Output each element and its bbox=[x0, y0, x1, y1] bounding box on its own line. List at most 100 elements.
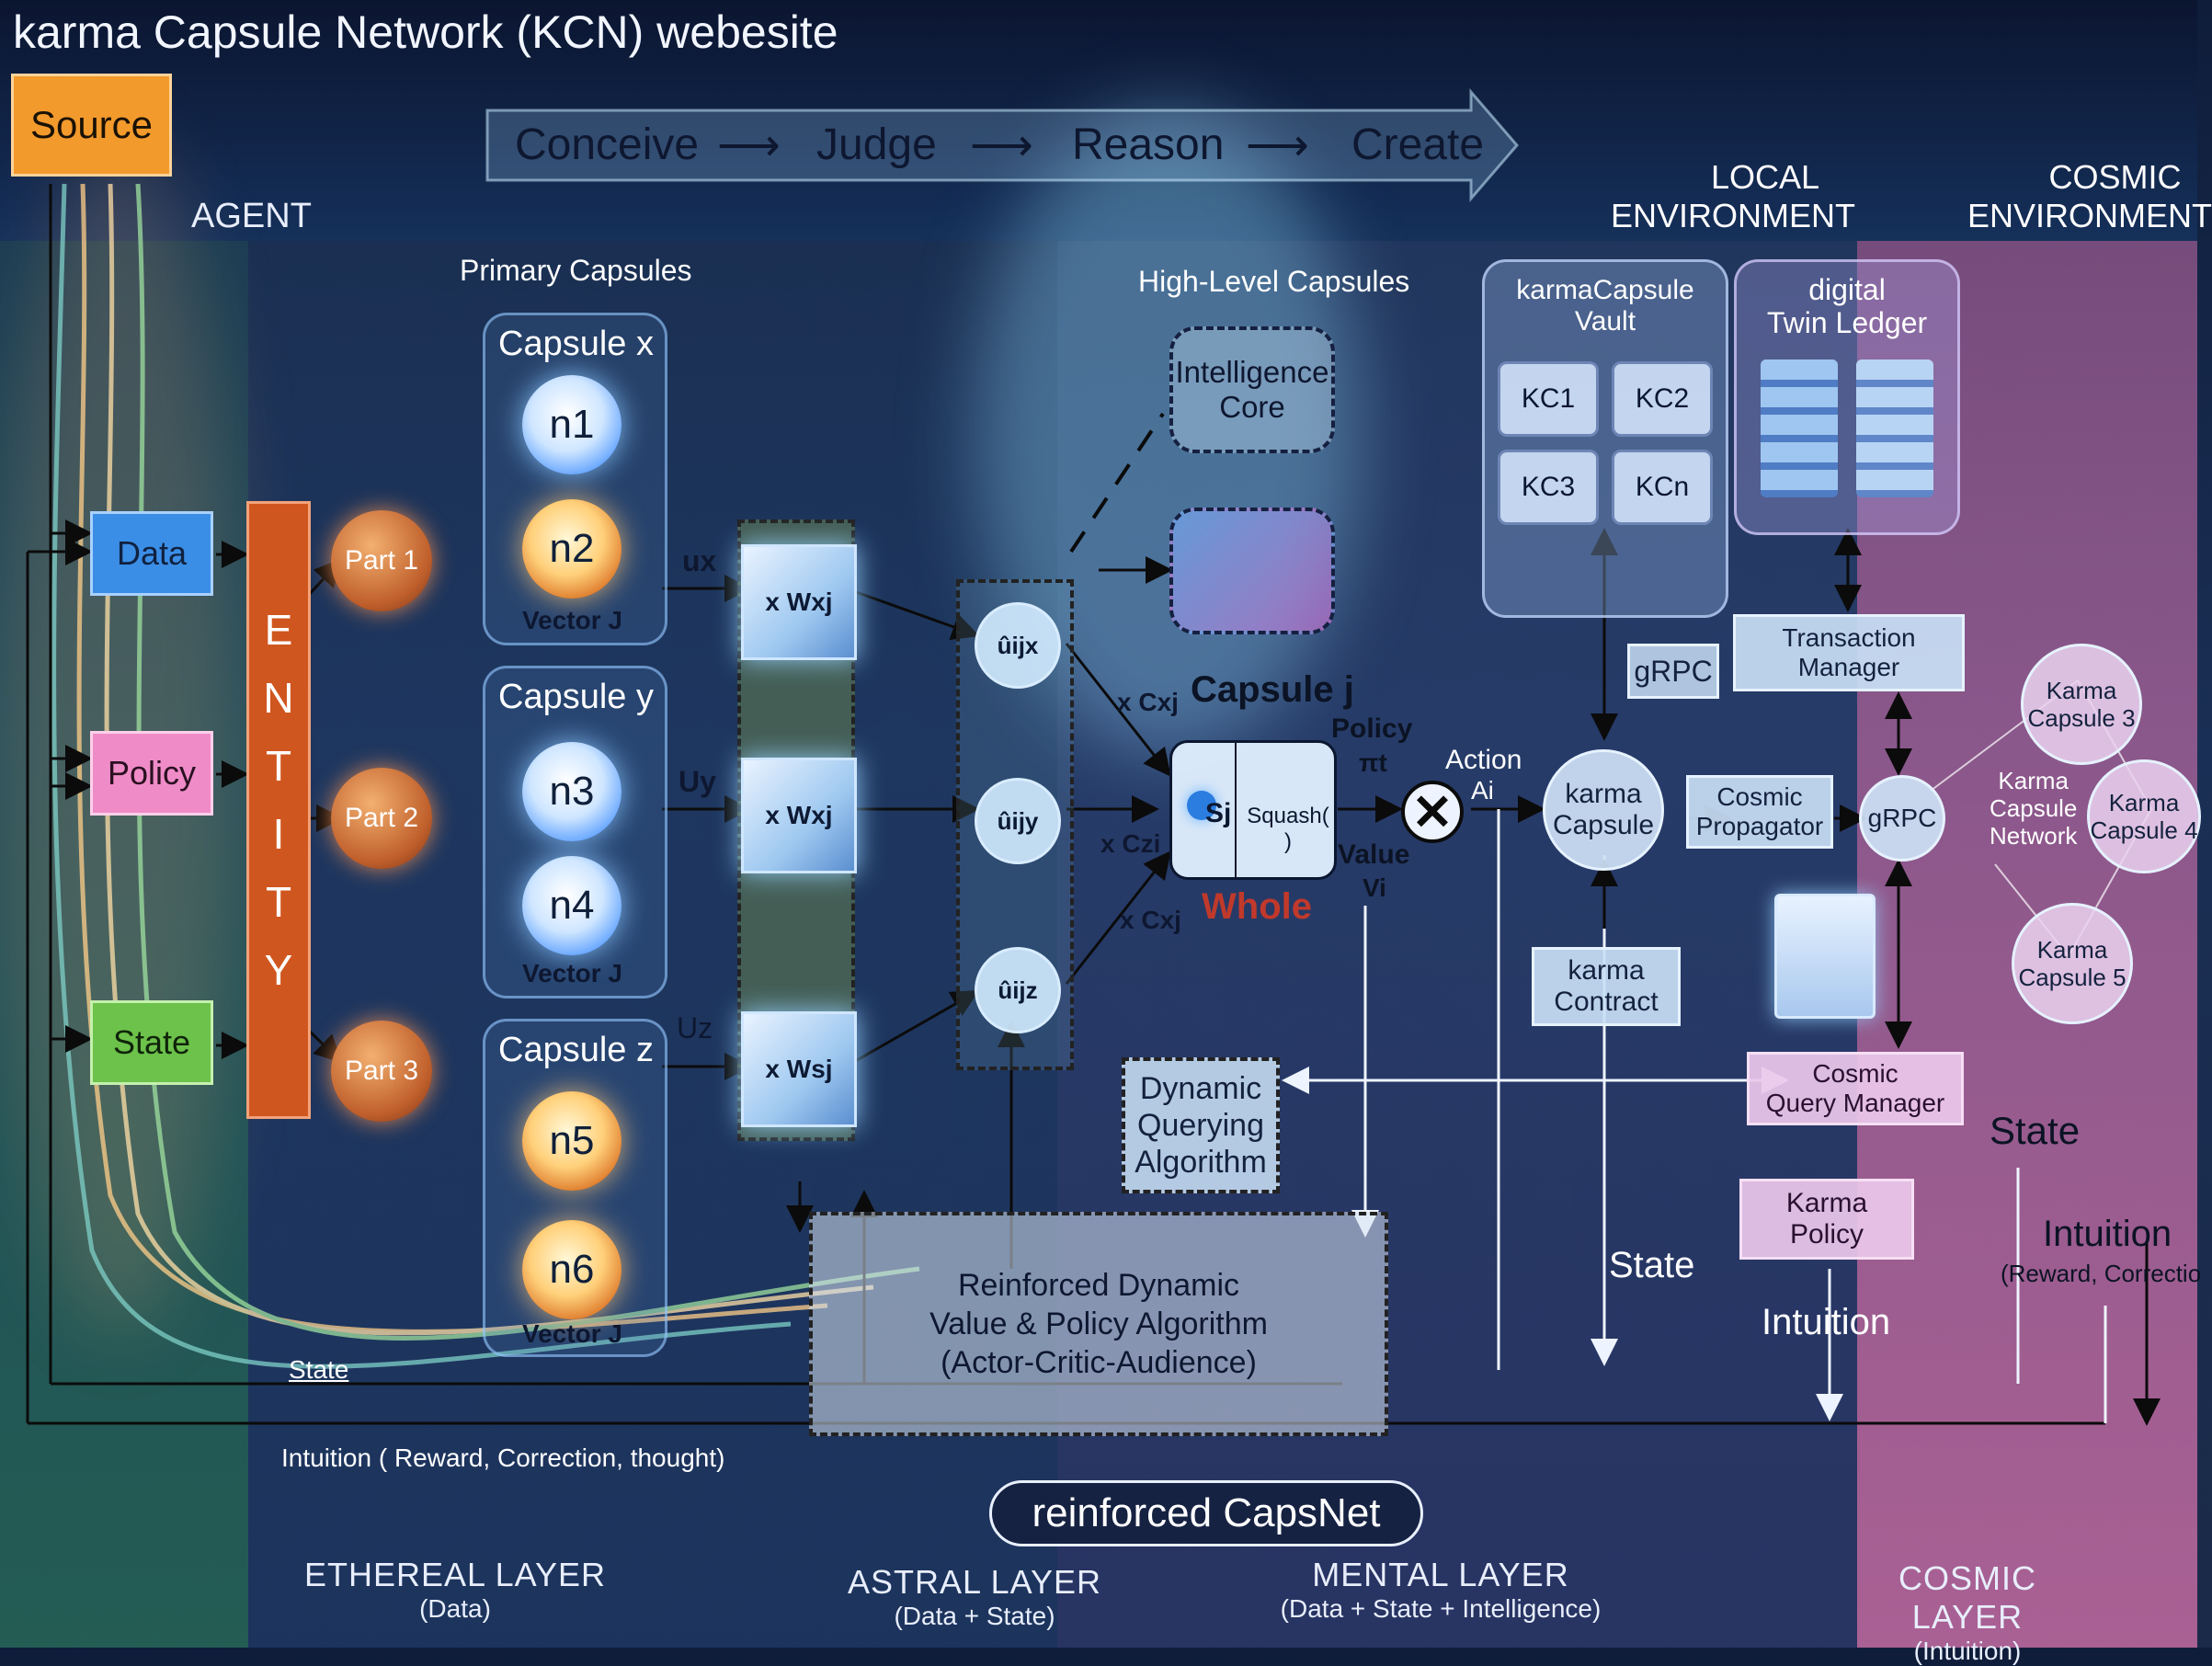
node-n6[interactable]: n6 bbox=[522, 1220, 621, 1319]
grpc-local[interactable]: gRPC bbox=[1627, 644, 1719, 699]
capsule-x-name: Capsule x bbox=[498, 325, 654, 363]
dynamic-querying-line-3: Algorithm bbox=[1135, 1145, 1267, 1180]
part-1-node[interactable]: Part 1 bbox=[331, 510, 432, 611]
intelligence-core-line-2: Core bbox=[1219, 390, 1285, 424]
karma-capsule-3[interactable]: Karma Capsule 3 bbox=[2021, 644, 2142, 765]
capsule-x[interactable]: Capsule x n1 n2 Vector J bbox=[483, 313, 667, 645]
vault-cell-kc2-label: KC2 bbox=[1635, 383, 1690, 414]
karma-capsule-5[interactable]: Karma Capsule 5 bbox=[2012, 903, 2133, 1024]
reinforced-algorithm-panel[interactable]: Reinforced Dynamic Value & Policy Algori… bbox=[809, 1212, 1388, 1436]
vault-cell-kc3[interactable]: KC3 bbox=[1498, 450, 1599, 525]
node-n2-label: n2 bbox=[549, 526, 595, 571]
prediction-u-ijx-label: ûijx bbox=[997, 631, 1039, 659]
karma-contract-line-2: Contract bbox=[1554, 987, 1659, 1017]
capsule-y[interactable]: Capsule y n3 n4 Vector J bbox=[483, 666, 667, 998]
capsule-z[interactable]: Capsule z n5 n6 Vector J bbox=[483, 1019, 667, 1357]
vault-cell-kcn[interactable]: KCn bbox=[1612, 450, 1713, 525]
karma-capsule-line-2: Capsule bbox=[1552, 810, 1655, 840]
ledger-stack-icon bbox=[1856, 359, 1933, 497]
weight-cube-x[interactable]: x Wxj bbox=[741, 544, 857, 660]
data-input-box[interactable]: Data bbox=[90, 511, 213, 596]
pipeline-arrow-3: ⟶ bbox=[1246, 121, 1309, 170]
node-n5[interactable]: n5 bbox=[522, 1091, 621, 1191]
vault-cell-kc1-label: KC1 bbox=[1521, 383, 1576, 414]
pipeline-arrow-2: ⟶ bbox=[970, 121, 1033, 170]
node-n3[interactable]: n3 bbox=[522, 742, 621, 841]
weight-cube-y[interactable]: x Wxj bbox=[741, 758, 857, 873]
source-label: Source bbox=[29, 103, 154, 146]
prediction-u-ijz-label: ûijz bbox=[998, 976, 1038, 1004]
capsule-x-vector-label: Vector J bbox=[522, 606, 622, 634]
reinforced-capsnet-badge[interactable]: reinforced CapsNet bbox=[989, 1480, 1423, 1546]
source-box[interactable]: Source bbox=[11, 74, 172, 177]
grpc-local-label: gRPC bbox=[1634, 654, 1713, 688]
capsule-z-name: Capsule z bbox=[498, 1031, 654, 1069]
mental-layer-label: MENTAL LAYER(Data + State + Intelligence… bbox=[1280, 1556, 1602, 1623]
prediction-u-ijx[interactable]: ûijx bbox=[975, 602, 1061, 689]
karma-policy-line-1: Karma bbox=[1785, 1188, 1868, 1218]
rl-algorithm-line-3: (Actor-Critic-Audience) bbox=[941, 1345, 1257, 1380]
state-input-label: State bbox=[112, 1023, 191, 1061]
part-2-node[interactable]: Part 2 bbox=[331, 768, 432, 869]
entity-label: ENTITY bbox=[255, 606, 302, 1014]
karma-capsule-node[interactable]: karma Capsule bbox=[1543, 749, 1664, 871]
karma-capsule-4-line-1: Karma bbox=[2108, 789, 2180, 816]
transaction-manager[interactable]: Transaction Manager bbox=[1733, 614, 1965, 691]
capsule-z-vector-label: Vector J bbox=[522, 1319, 622, 1348]
policy-input-box[interactable]: Policy bbox=[90, 731, 213, 816]
intelligence-core[interactable]: Intelligence Core bbox=[1169, 326, 1335, 453]
primary-capsules-title: Primary Capsules bbox=[460, 254, 692, 287]
cosmic-query-manager[interactable]: Cosmic Query Manager bbox=[1747, 1052, 1964, 1125]
agent-label: AGENT bbox=[191, 197, 312, 235]
dynamic-querying-algorithm[interactable]: Dynamic Querying Algorithm bbox=[1122, 1057, 1280, 1193]
karma-policy-line-2: Policy bbox=[1789, 1219, 1864, 1250]
weight-z-label: x Wsj bbox=[765, 1055, 833, 1083]
action-label: Action bbox=[1445, 745, 1522, 775]
capsule-y-vector-label: Vector J bbox=[522, 959, 622, 987]
node-n4[interactable]: n4 bbox=[522, 856, 621, 955]
transaction-manager-line-2: Manager bbox=[1797, 653, 1900, 681]
pipeline-step-create: Create bbox=[1351, 120, 1485, 169]
cosmic-query-manager-line-2: Query Manager bbox=[1765, 1089, 1945, 1117]
capsule-y-name: Capsule y bbox=[498, 678, 654, 716]
state-input-box[interactable]: State bbox=[90, 1000, 213, 1085]
karma-contract[interactable]: karma Contract bbox=[1532, 947, 1681, 1026]
high-level-capsule-chip[interactable] bbox=[1169, 508, 1335, 634]
prediction-u-ijz[interactable]: ûijz bbox=[975, 947, 1061, 1033]
karma-capsule-4[interactable]: Karma Capsule 4 bbox=[2087, 759, 2201, 873]
node-n1-label: n1 bbox=[549, 402, 595, 447]
ledger-stacks bbox=[1761, 359, 1933, 497]
action-multiply-icon[interactable]: ✕ bbox=[1401, 781, 1464, 843]
part-3-node[interactable]: Part 3 bbox=[331, 1021, 432, 1122]
node-n2[interactable]: n2 bbox=[522, 499, 621, 599]
karma-capsule-4-line-2: Capsule 4 bbox=[2090, 816, 2198, 844]
document-icon bbox=[1774, 894, 1876, 1019]
whole-label: Whole bbox=[1202, 886, 1312, 927]
part-3-label: Part 3 bbox=[344, 1056, 419, 1086]
prediction-u-ijy[interactable]: ûijy bbox=[975, 778, 1061, 864]
page-title: karma Capsule Network (KCN) webesite bbox=[13, 6, 838, 58]
coupling-c-xj-2: x Cxj bbox=[1120, 906, 1181, 934]
cosmic-propagator[interactable]: Cosmic Propagator bbox=[1686, 775, 1833, 849]
vault-cell-kc1[interactable]: KC1 bbox=[1498, 361, 1599, 437]
karma-capsule-5-line-1: Karma bbox=[2036, 936, 2108, 964]
value-output-label: Value bbox=[1338, 839, 1410, 870]
grpc-cosmic[interactable]: gRPC bbox=[1859, 775, 1945, 862]
mental-state-label: State bbox=[1609, 1245, 1695, 1285]
squash-label: Squash( ) bbox=[1247, 804, 1329, 854]
vault-cell-kc2[interactable]: KC2 bbox=[1612, 361, 1713, 437]
node-n1[interactable]: n1 bbox=[522, 375, 621, 474]
grpc-cosmic-label: gRPC bbox=[1867, 804, 1937, 832]
bottom-intuition-label: Intuition ( Reward, Correction, thought) bbox=[281, 1443, 725, 1472]
karma-policy[interactable]: Karma Policy bbox=[1739, 1179, 1914, 1260]
weight-cube-z[interactable]: x Wsj bbox=[741, 1011, 857, 1127]
mental-intuition-label: Intuition bbox=[1762, 1302, 1891, 1342]
u-y-label: Uy bbox=[678, 765, 716, 798]
entity-bar[interactable]: ENTITY bbox=[246, 501, 311, 1119]
capsule-j-box[interactable]: Sj Squash( ) bbox=[1169, 740, 1337, 880]
